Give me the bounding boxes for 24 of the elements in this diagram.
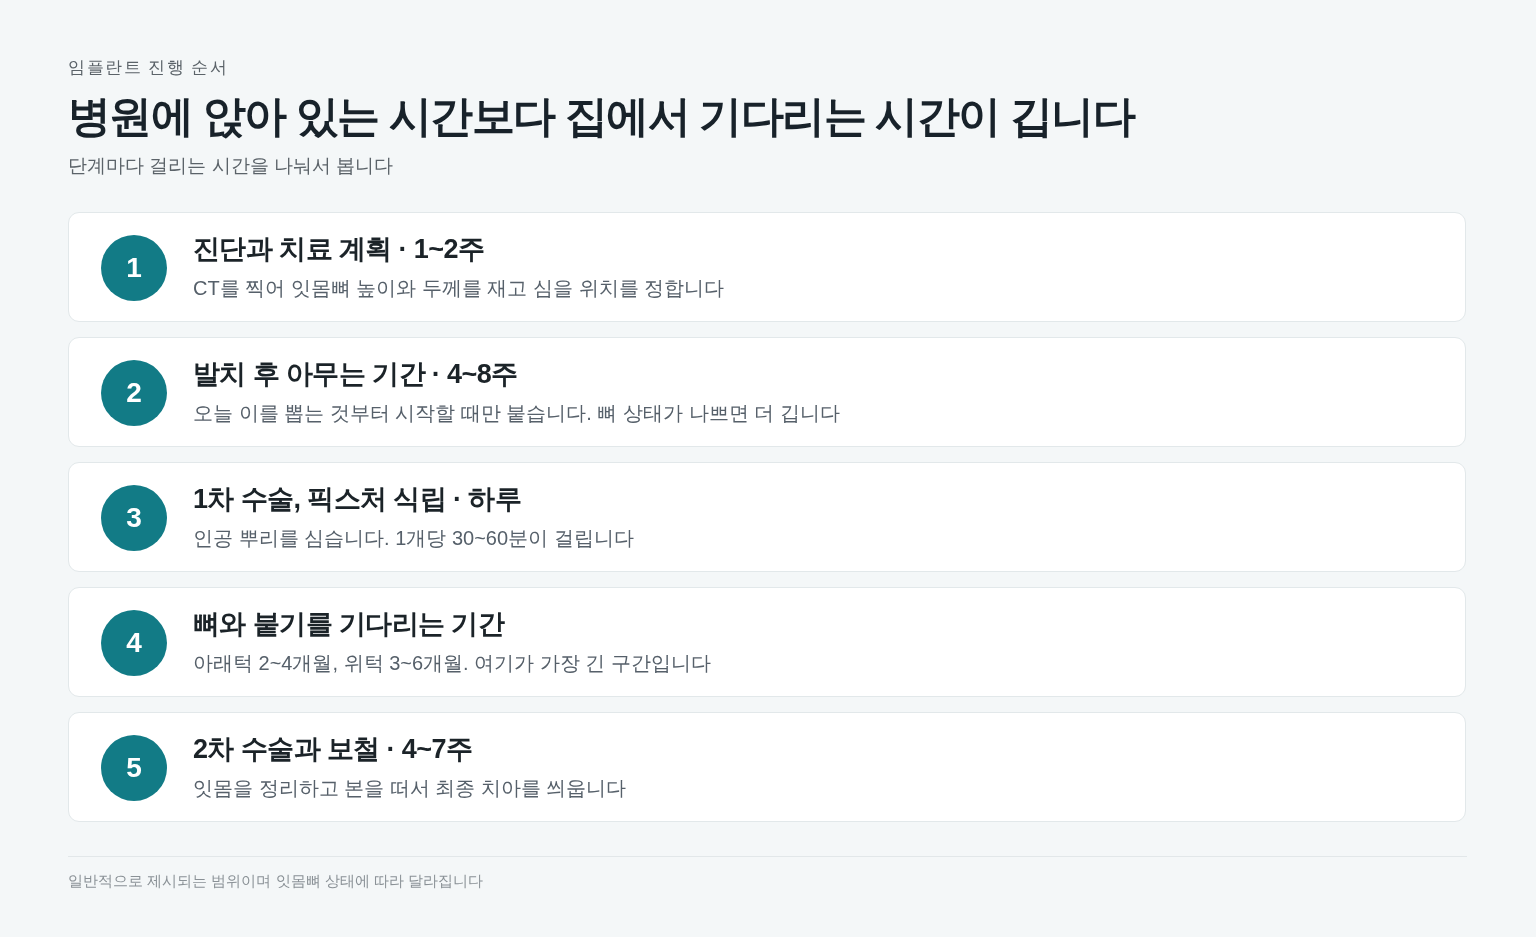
step-description: 아래턱 2~4개월, 위턱 3~6개월. 여기가 가장 긴 구간입니다 xyxy=(193,651,711,676)
step-heading: 1차 수술, 픽스처 식립 · 하루 xyxy=(193,483,522,516)
eyebrow-label: 임플란트 진행 순서 xyxy=(68,57,229,79)
step-card xyxy=(68,337,1466,447)
step-description: CT를 찍어 잇몸뼈 높이와 두께를 재고 심을 위치를 정합니다 xyxy=(193,276,725,301)
step-heading: 뼈와 붙기를 기다리는 기간 xyxy=(193,608,505,641)
page-title: 병원에 앉아 있는 시간보다 집에서 기다리는 시간이 깁니다 xyxy=(68,91,1135,142)
step-number-badge: 3 xyxy=(101,485,167,551)
step-heading: 진단과 치료 계획 · 1~2주 xyxy=(193,233,485,266)
step-number-badge: 1 xyxy=(101,235,167,301)
step-card xyxy=(68,712,1466,822)
step-heading: 발치 후 아무는 기간 · 4~8주 xyxy=(193,358,518,391)
subtitle: 단계마다 걸리는 시간을 나눠서 봅니다 xyxy=(68,154,394,178)
step-number-badge: 4 xyxy=(101,610,167,676)
step-number-badge: 5 xyxy=(101,735,167,801)
step-card xyxy=(68,212,1466,322)
step-description: 잇몸을 정리하고 본을 떠서 최종 치아를 씌웁니다 xyxy=(193,776,627,801)
step-card xyxy=(68,462,1466,572)
step-description: 오늘 이를 뽑는 것부터 시작할 때만 붙습니다. 뼈 상태가 나쁘면 더 깁니다 xyxy=(193,401,840,426)
step-card xyxy=(68,587,1466,697)
step-number-badge: 2 xyxy=(101,360,167,426)
step-description: 인공 뿌리를 심습니다. 1개당 30~60분이 걸립니다 xyxy=(193,526,634,551)
footnote: 일반적으로 제시되는 범위이며 잇몸뼈 상태에 따라 달라집니다 xyxy=(68,872,483,891)
step-heading: 2차 수술과 보철 · 4~7주 xyxy=(193,733,473,766)
